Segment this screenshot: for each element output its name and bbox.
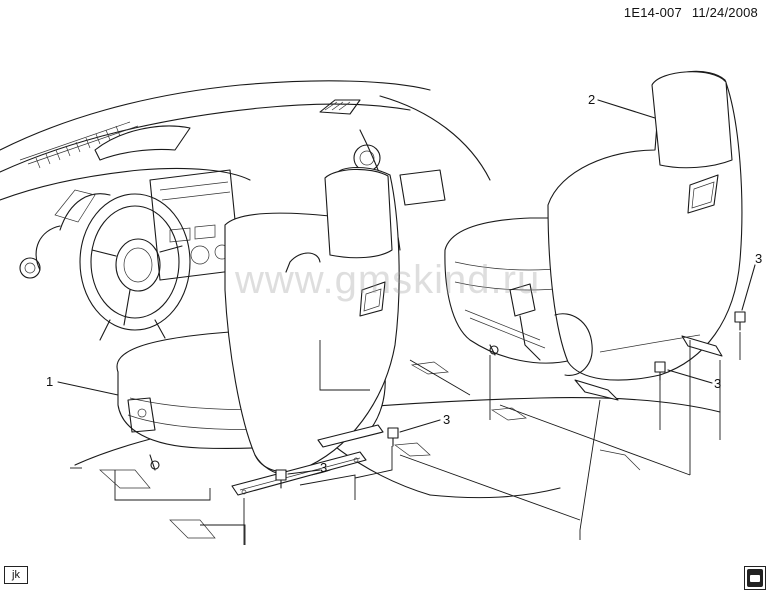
logo-mark: [747, 569, 763, 587]
drawing-date: 11/24/2008: [691, 5, 758, 20]
bolt-center: [387, 427, 399, 447]
initials-box: jk: [4, 566, 28, 584]
seat-driver: [116, 166, 400, 496]
callout-2: 2: [588, 92, 595, 107]
gm-spo-logo-icon: [744, 566, 766, 590]
projection-lines: [70, 332, 741, 545]
callout-3-rear-right: 3: [755, 251, 762, 266]
bolt-right: [654, 361, 666, 381]
callout-3-right: 3: [714, 376, 721, 391]
bolt-front-left: [275, 469, 287, 489]
drawing-header: 1E14-007 11/24/2008: [614, 5, 758, 20]
callout-3-center: 3: [443, 412, 450, 427]
bolt-rear-right: [734, 311, 746, 331]
leader-lines: [57, 99, 756, 475]
seat-passenger: [444, 70, 743, 401]
watermark: www.gmskind.ru: [235, 258, 541, 302]
steering-wheel: [54, 189, 191, 341]
callout-1: 1: [46, 374, 53, 389]
part-code: 1E14-007: [623, 5, 682, 20]
callout-3-front-left: 3: [320, 460, 327, 475]
